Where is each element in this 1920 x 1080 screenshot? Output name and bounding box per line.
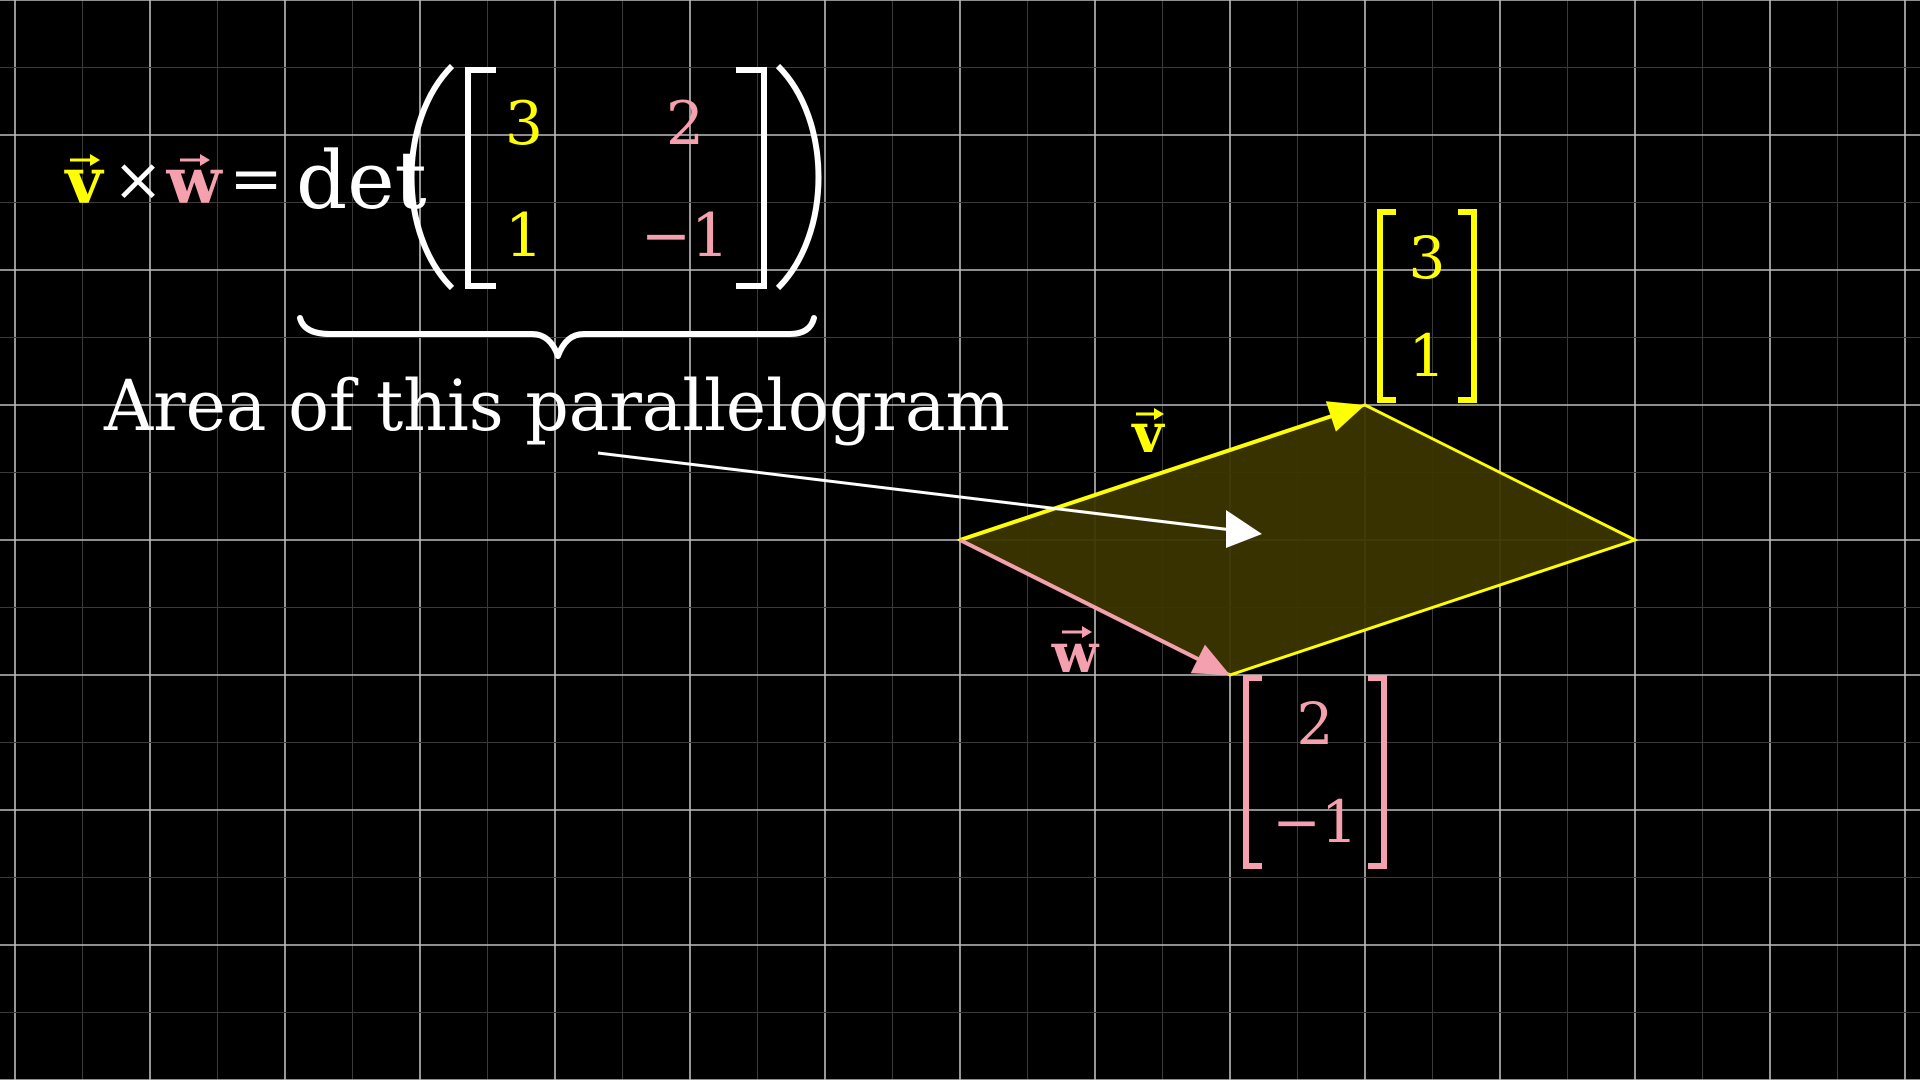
matrix-right-bracket	[736, 67, 767, 289]
vector-v-arrowhead	[1325, 401, 1365, 432]
cross-product-formula: v × w = det 3 2 1 −1	[63, 63, 822, 359]
vector-w-component-y: −1	[1272, 788, 1358, 856]
matrix-entry-r2c2: −1	[641, 201, 729, 271]
matrix-left-bracket	[465, 67, 496, 289]
formula-underbrace	[297, 315, 817, 359]
matrix-entry-r2c1: 1	[505, 201, 543, 271]
formula-times-sign: ×	[113, 145, 163, 215]
formula-v-symbol: v	[63, 144, 104, 219]
vector-w-column-matrix: 2 −1	[1243, 675, 1387, 869]
vector-v-component-x: 3	[1409, 224, 1446, 292]
formula-right-parenthesis	[775, 63, 822, 291]
vector-w-label: w	[1051, 621, 1100, 685]
formula-det-operator: det	[296, 134, 427, 227]
vector-w-arrow	[959, 538, 1199, 661]
annotation-area-label: Area of this parallelogram	[103, 365, 1010, 447]
matrix-entry-r1c1: 3	[505, 89, 543, 159]
formula-w-symbol: w	[165, 144, 223, 219]
vector-v-label: v	[1131, 401, 1165, 465]
formula-left-parenthesis	[408, 63, 455, 291]
vector-w-arrowhead	[1190, 644, 1230, 675]
annotation-pointer-arrow	[597, 451, 1233, 532]
annotation-pointer-arrowhead	[1226, 510, 1262, 548]
vector-v-component-y: 1	[1409, 322, 1446, 390]
svg-text:w: w	[165, 144, 223, 219]
vector-w-component-x: 2	[1297, 690, 1334, 758]
svg-text:v: v	[63, 144, 104, 219]
vector-v-column-matrix: 3 1	[1377, 209, 1477, 403]
formula-equals-sign: =	[229, 142, 283, 216]
svg-text:v: v	[1131, 401, 1165, 465]
vector-v-arrow	[959, 414, 1332, 542]
matrix-entry-r1c2: 2	[666, 89, 704, 159]
